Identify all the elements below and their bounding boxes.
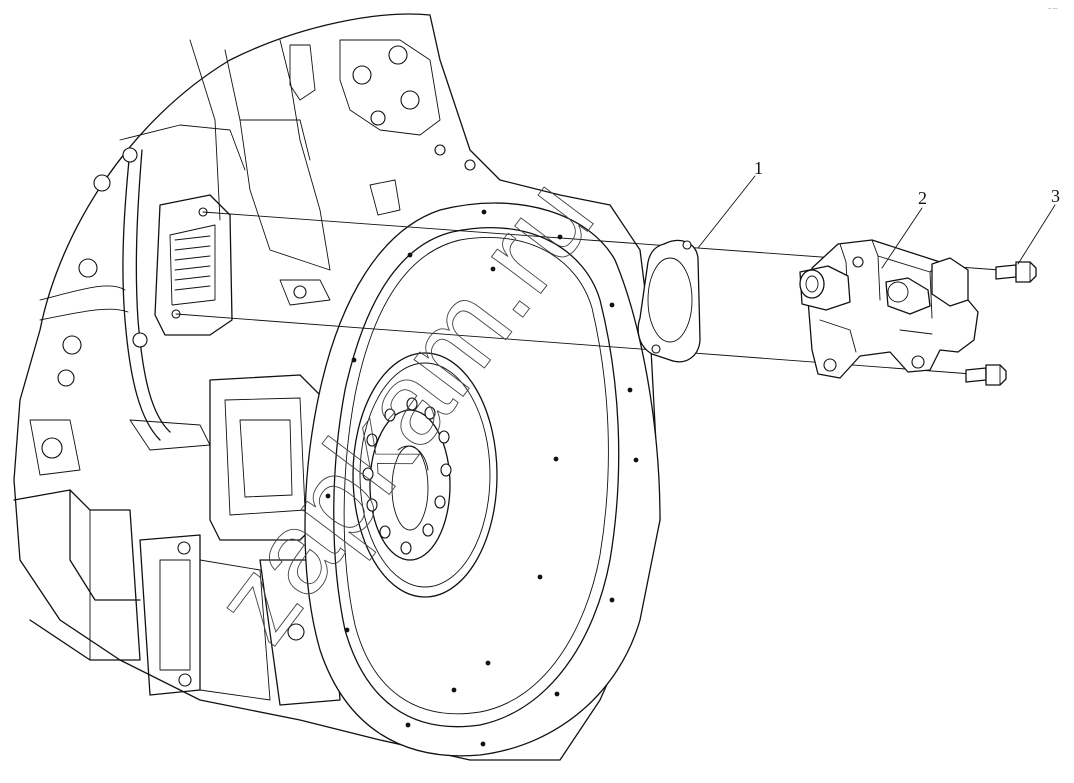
- callout-1: 1: [754, 158, 763, 178]
- pump-part: [799, 239, 979, 379]
- leader-lines: [697, 175, 1056, 269]
- callout-3: 3: [1051, 186, 1060, 206]
- flywheel-hub: [352, 352, 498, 598]
- gasket-part: [637, 239, 701, 363]
- engine-block: [13, 13, 661, 761]
- hub-bolt-holes: [362, 397, 452, 555]
- corner-mark: -- ---: [1048, 6, 1058, 12]
- bolt-part: [965, 261, 1037, 386]
- drive-spline: [174, 235, 211, 291]
- housing-bolt-holes: [325, 209, 639, 747]
- callout-2: 2: [918, 188, 927, 208]
